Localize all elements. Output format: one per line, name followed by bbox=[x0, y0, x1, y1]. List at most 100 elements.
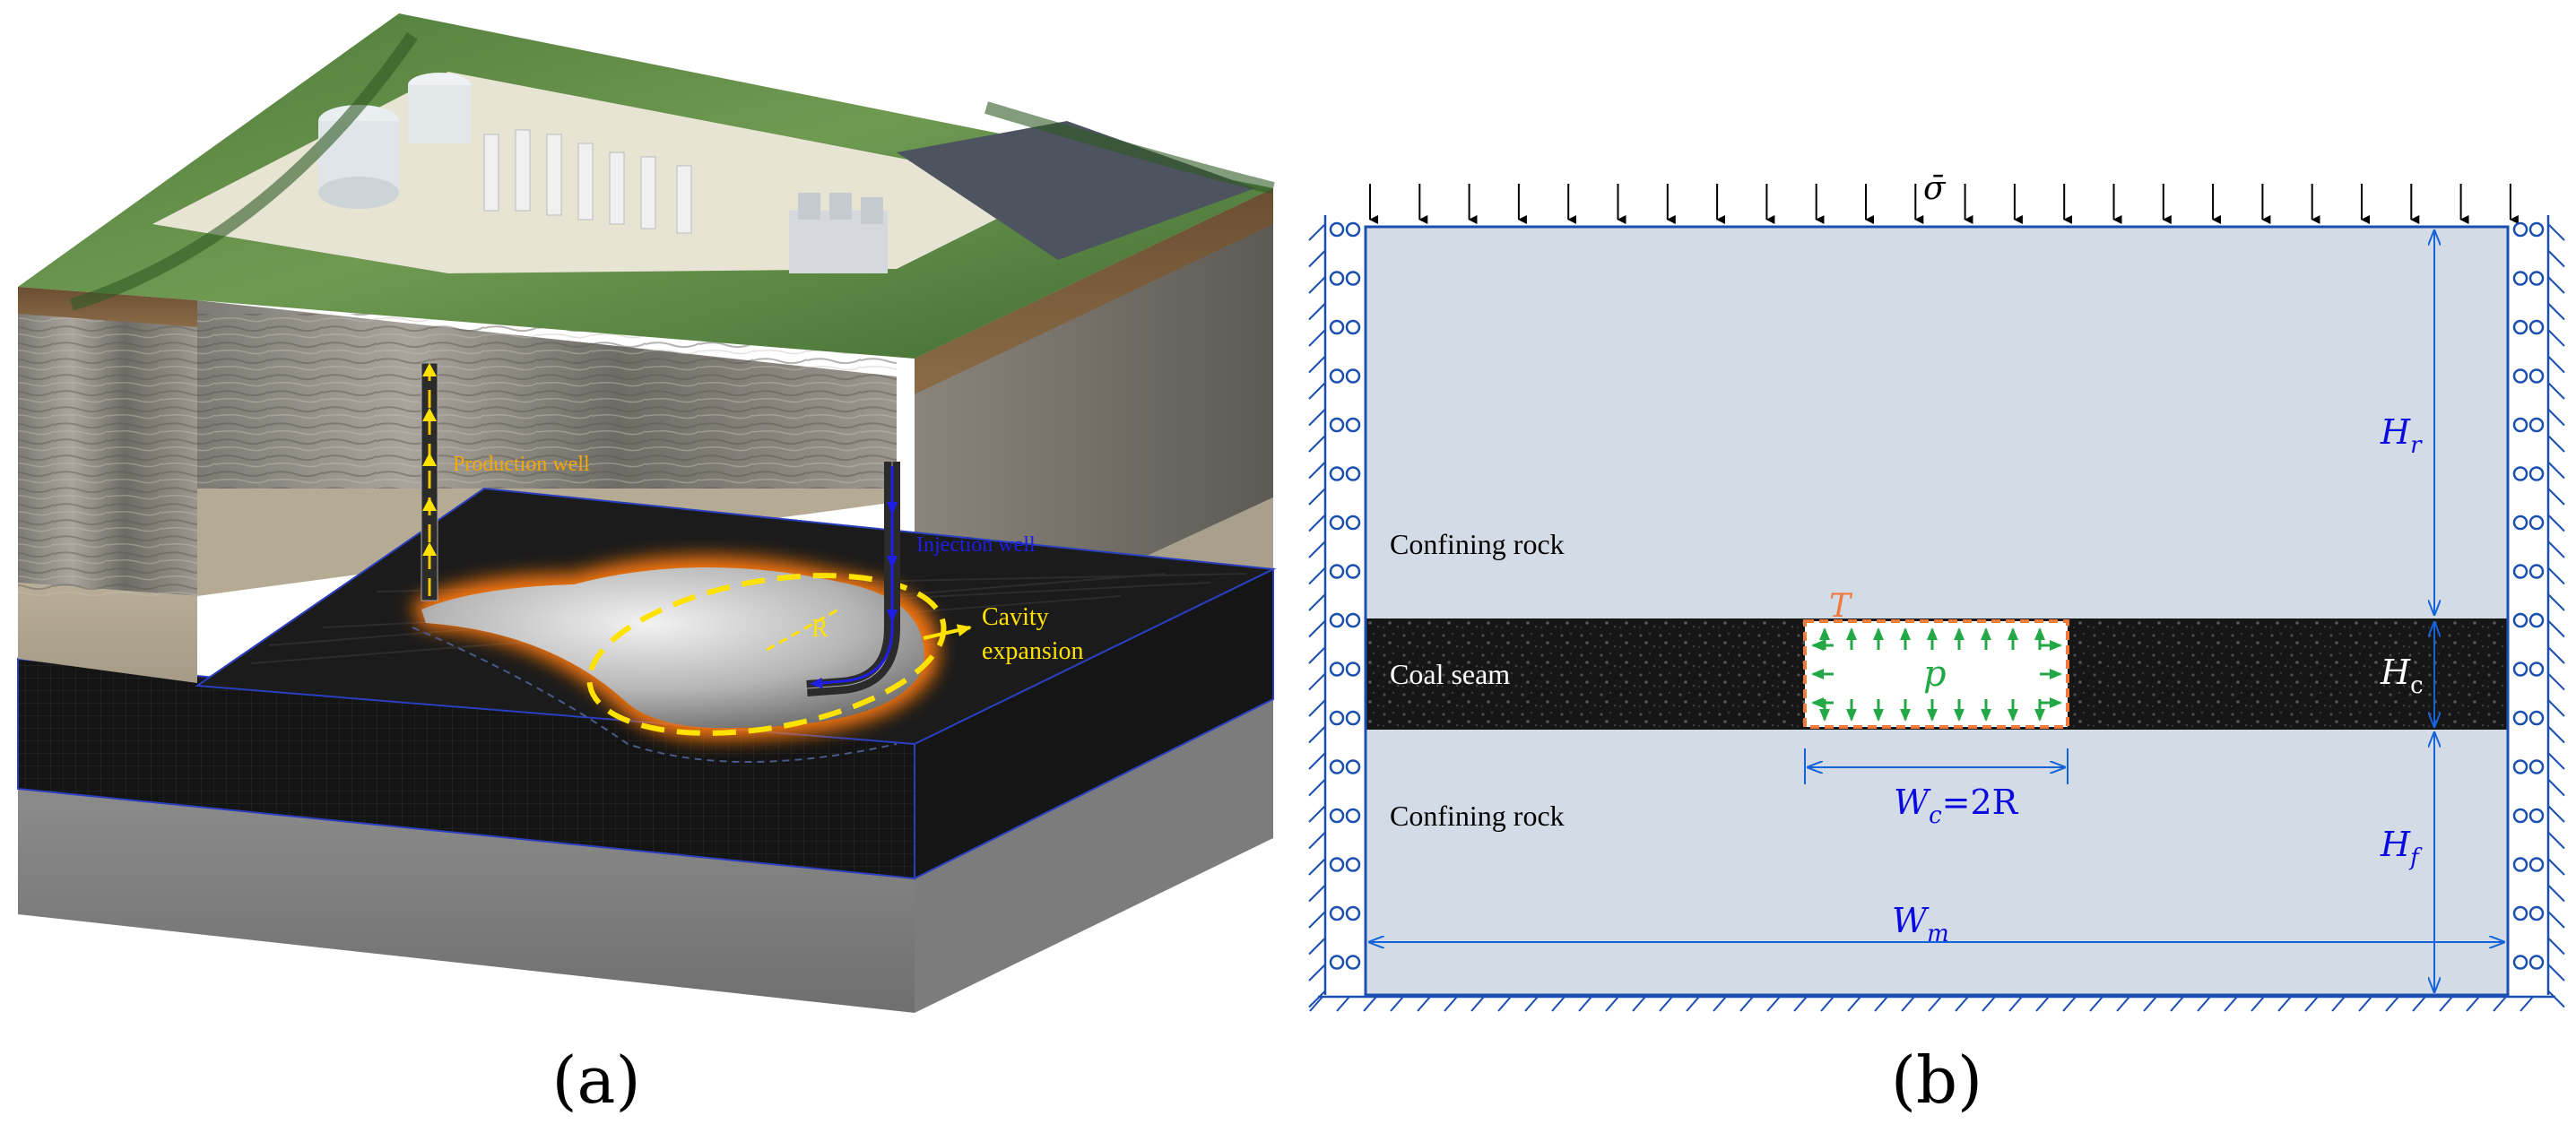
radius-label: R bbox=[811, 615, 828, 643]
ground-hatch bbox=[2466, 996, 2480, 1012]
panel-b-caption: (b) bbox=[1891, 1042, 1982, 1118]
ground-hatch bbox=[1309, 996, 1323, 1012]
roller-circle bbox=[2512, 466, 2528, 481]
hatch-line bbox=[2547, 964, 2565, 982]
cavity-expansion-label-line2: expansion bbox=[982, 637, 1084, 665]
hatch-line bbox=[2547, 566, 2565, 585]
roller-circle bbox=[2512, 319, 2528, 335]
hatch-line bbox=[1308, 699, 1326, 717]
hatch-line bbox=[2547, 355, 2565, 374]
pressure-arrows-top bbox=[1819, 627, 2045, 650]
hatch-line bbox=[2547, 778, 2565, 797]
pressure-arrows bbox=[1811, 627, 2062, 722]
ground-hatch bbox=[2116, 996, 2130, 1012]
hatch-line bbox=[2547, 329, 2565, 347]
ground-hatch bbox=[1820, 996, 1834, 1012]
ground-hatch bbox=[1766, 996, 1781, 1012]
ground-hatch bbox=[2197, 996, 2211, 1012]
bottom-rock-front bbox=[18, 789, 915, 1013]
roller-circle bbox=[1329, 710, 1345, 726]
domain-border bbox=[1364, 225, 2510, 997]
hatch-line bbox=[1308, 646, 1326, 664]
hatch-line bbox=[2547, 435, 2565, 453]
roller-circle bbox=[2528, 612, 2545, 628]
left-roller-supports bbox=[1308, 215, 1361, 1008]
roller-circle bbox=[1329, 808, 1345, 824]
hatch-line bbox=[2547, 382, 2565, 400]
roller-circle bbox=[1329, 564, 1345, 579]
wc-label: Wc=2R bbox=[1894, 783, 2019, 829]
injection-well bbox=[806, 462, 900, 696]
hatch-line bbox=[1308, 382, 1326, 400]
pressure-label: p bbox=[1923, 653, 1947, 695]
ground-hatch bbox=[1497, 996, 1512, 1012]
cavity-expansion-ellipse bbox=[586, 573, 947, 736]
ground-hatch bbox=[1632, 996, 1646, 1012]
ground-hatch bbox=[1874, 996, 1888, 1012]
ground-hatch bbox=[1417, 996, 1431, 1012]
roller-circle bbox=[2512, 564, 2528, 579]
roller-circle bbox=[2528, 515, 2545, 531]
roller-circle bbox=[1329, 662, 1345, 677]
hatch-line bbox=[1308, 619, 1326, 638]
soil-right-side bbox=[915, 188, 1273, 394]
ground-hatch bbox=[1739, 996, 1754, 1012]
ground-hatch bbox=[2304, 996, 2319, 1012]
roller-circle bbox=[2528, 857, 2545, 872]
hatch-line bbox=[1308, 408, 1326, 427]
hc-label: Hc bbox=[2380, 653, 2424, 699]
hatch-line bbox=[2547, 937, 2565, 956]
roller-circle bbox=[2512, 955, 2528, 970]
hatch-line bbox=[1308, 937, 1326, 956]
hatch-line bbox=[1308, 778, 1326, 797]
roller-circle bbox=[1345, 662, 1361, 677]
hatch-line bbox=[2547, 805, 2565, 823]
roller-circle bbox=[2512, 905, 2528, 921]
hatch-line bbox=[1308, 593, 1326, 611]
roller-circle bbox=[1329, 271, 1345, 286]
hatch-line bbox=[1308, 514, 1326, 532]
roller-circle bbox=[1329, 417, 1345, 433]
ground-hatch bbox=[2331, 996, 2346, 1012]
ground-hatch bbox=[2143, 996, 2157, 1012]
hatch-line bbox=[1308, 461, 1326, 480]
hatch-line bbox=[1308, 911, 1326, 929]
ground-hatch bbox=[1901, 996, 1915, 1012]
roller-circle bbox=[1345, 271, 1361, 286]
hatch-line bbox=[2547, 514, 2565, 532]
roller-circle bbox=[2528, 564, 2545, 579]
roller-circle bbox=[2528, 808, 2545, 824]
roller-circle bbox=[2528, 955, 2545, 970]
roller-circle bbox=[1345, 710, 1361, 726]
ground-hatch bbox=[1686, 996, 1700, 1012]
hatch-line bbox=[2547, 990, 2565, 1008]
hatch-line bbox=[1308, 990, 1326, 1008]
hatch-line bbox=[2547, 619, 2565, 638]
roller-circle bbox=[2528, 662, 2545, 677]
hatch-line bbox=[2547, 223, 2565, 241]
ground-hatch bbox=[2089, 996, 2103, 1012]
coal-seam-label: Coal seam bbox=[1390, 658, 1510, 690]
hatch-line bbox=[2547, 672, 2565, 691]
hatch-line bbox=[1308, 858, 1326, 876]
hatch-line bbox=[1308, 964, 1326, 982]
hatch-line bbox=[1308, 541, 1326, 558]
hatch-line bbox=[2547, 911, 2565, 929]
roller-circle bbox=[1345, 808, 1361, 824]
ground-hatch bbox=[2439, 996, 2453, 1012]
hatch-line bbox=[2547, 884, 2565, 903]
hatch-line bbox=[1308, 884, 1326, 903]
roller-circle bbox=[2528, 905, 2545, 921]
roller-circle bbox=[2512, 271, 2528, 286]
parking-area bbox=[897, 121, 1255, 260]
roller-circle bbox=[2528, 319, 2545, 335]
ground-hatch bbox=[1363, 996, 1377, 1012]
roller-circle bbox=[2528, 759, 2545, 774]
confining-rock-bottom-label: Confining rock bbox=[1390, 800, 1565, 832]
ground-hatch bbox=[1470, 996, 1485, 1012]
roller-circle bbox=[2528, 221, 2545, 238]
roller-circle bbox=[1345, 759, 1361, 774]
roller-circle bbox=[2512, 417, 2528, 433]
roller-circle bbox=[1329, 368, 1345, 384]
hatch-line bbox=[1308, 488, 1326, 506]
